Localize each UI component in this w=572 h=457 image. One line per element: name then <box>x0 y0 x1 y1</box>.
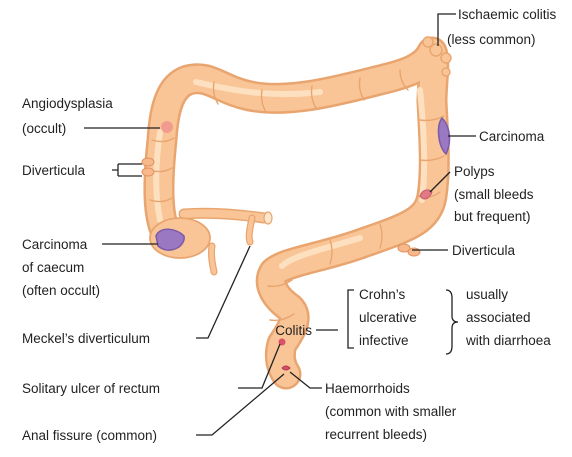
label-usually-associated-3: with diarrhoea <box>465 333 551 348</box>
label-usually-associated-1: usually <box>466 287 508 302</box>
label-anal-fissure: Anal fissure (common) <box>22 428 157 443</box>
label-diverticula-left: Diverticula <box>22 163 86 178</box>
label-meckels: Meckel’s diverticulum <box>22 331 150 346</box>
label-carcinoma: Carcinoma <box>479 129 545 144</box>
label-carcinoma-caecum-1: Carcinoma <box>22 237 88 252</box>
label-ischaemic-colitis-2: (less common) <box>447 32 536 47</box>
colitis-bracket <box>348 290 354 348</box>
carcinoma-caecum-lesion <box>156 229 184 250</box>
label-haemorrhoids-2: (common with smaller <box>325 404 457 419</box>
label-solitary-ulcer: Solitary ulcer of rectum <box>22 381 160 396</box>
label-usually-associated-2: associated <box>466 310 531 325</box>
angiodysplasia-spot <box>161 121 173 133</box>
label-polyps-3: but frequent) <box>454 209 531 224</box>
label-angiodysplasia-1: Angiodysplasia <box>22 96 113 111</box>
label-colitis-infective: infective <box>359 333 409 348</box>
label-carcinoma-caecum-3: (often occult) <box>22 283 100 298</box>
label-colitis-crohns: Crohn’s <box>359 287 406 302</box>
label-ischaemic-colitis-1: Ischaemic colitis <box>458 7 557 22</box>
ileum-cut-end <box>264 212 272 224</box>
label-haemorrhoids-3: recurrent bleeds) <box>325 427 427 442</box>
leader-meckels <box>196 246 250 338</box>
label-polyps-1: Polyps <box>454 164 495 179</box>
label-angiodysplasia-2: (occult) <box>22 121 66 136</box>
label-haemorrhoids-1: Haemorrhoids <box>325 381 410 396</box>
label-polyps-2: (small bleeds <box>454 187 534 202</box>
label-colitis: Colitis <box>275 323 312 338</box>
label-colitis-ulcerative: ulcerative <box>359 310 417 325</box>
label-carcinoma-caecum-2: of caecum <box>22 260 84 275</box>
label-diverticula-right: Diverticula <box>452 243 516 258</box>
diarrhoea-brace <box>446 290 458 354</box>
leader-anal-fissure <box>196 374 284 435</box>
haemorrhoids-mark <box>282 366 290 370</box>
leader-diverticula-left <box>112 164 142 176</box>
